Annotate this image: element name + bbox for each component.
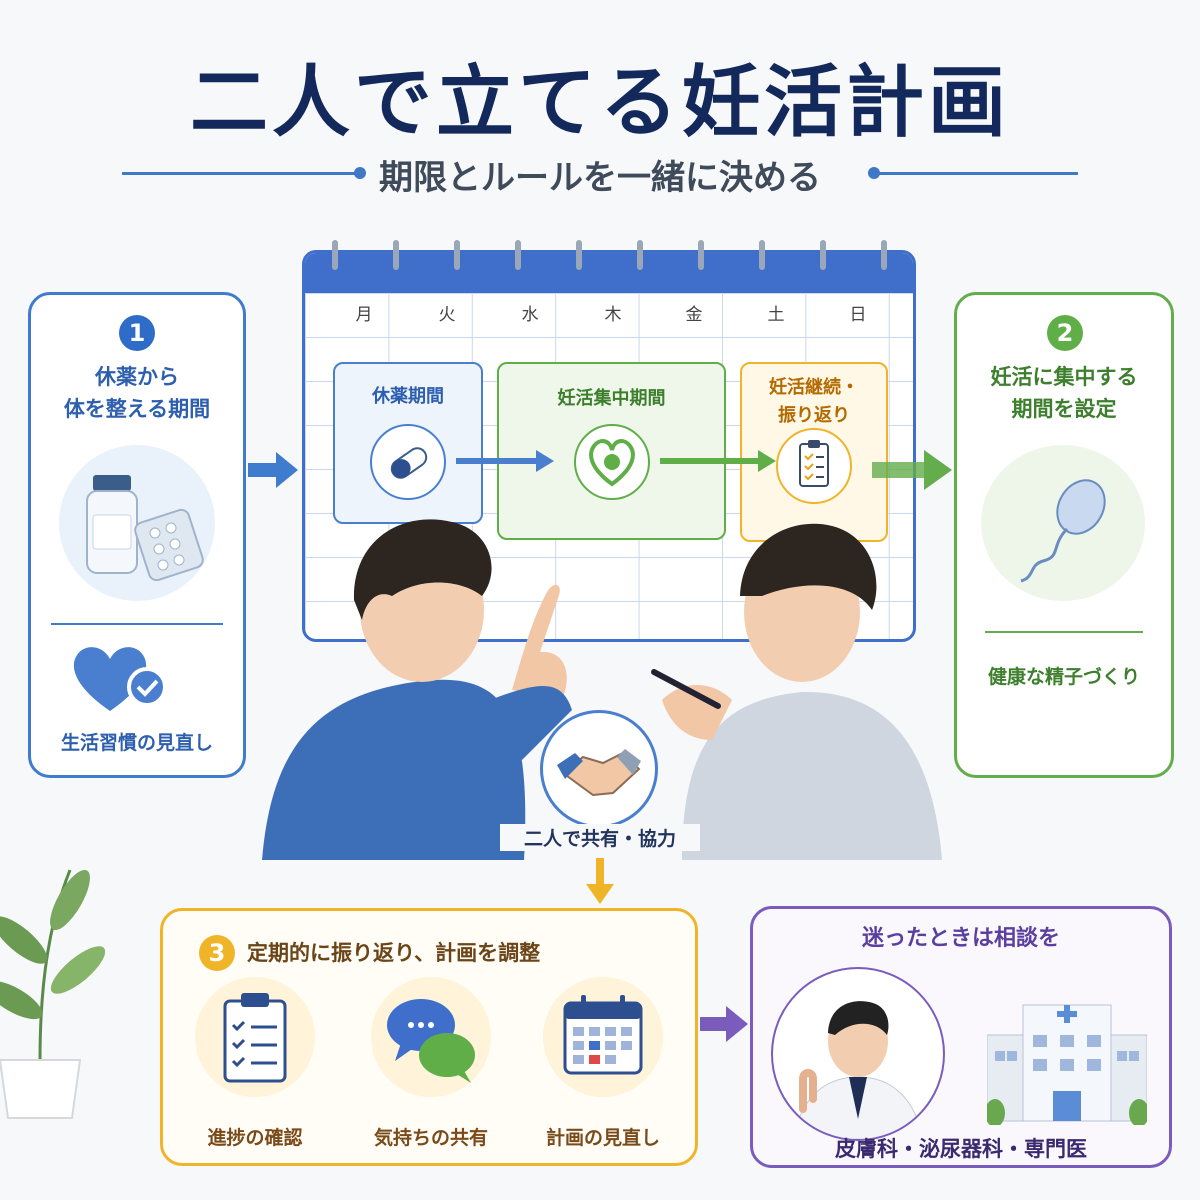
calendar-ring bbox=[759, 240, 765, 270]
subtitle: 期限とルールを一緒に決める bbox=[379, 158, 821, 198]
review-item-label: 進捗の確認 bbox=[207, 1127, 303, 1149]
capsule-icon bbox=[370, 424, 446, 500]
sperm-icon bbox=[1020, 479, 1106, 583]
calendar-ring bbox=[698, 240, 704, 270]
panel-review: 3 定期的に振り返り、計画を調整 進捗の確認 気持ちの共有 bbox=[160, 908, 698, 1166]
sperm-illustration bbox=[981, 445, 1145, 601]
calendar-ring bbox=[332, 240, 338, 270]
panel4-footer: 皮膚科・泌尿器科・専門医 bbox=[835, 1137, 1087, 1161]
step-number-3: 3 bbox=[199, 935, 235, 971]
calendar-ring bbox=[820, 240, 826, 270]
calendar-ring bbox=[637, 240, 643, 270]
subtitle-dot-right bbox=[868, 167, 880, 179]
weekday-label: 水 bbox=[521, 305, 539, 325]
arrow-to-consult bbox=[700, 1006, 748, 1042]
panel-focus-period: 2 妊活に集中する 期間を設定 健康な精子づくり bbox=[954, 292, 1174, 778]
handshake-icon bbox=[540, 710, 658, 828]
subtitle-line-right bbox=[878, 172, 1078, 175]
phase-continue-label: 妊活継続・ 振り返り bbox=[769, 377, 859, 426]
pill-pack-icon bbox=[134, 508, 204, 582]
panel3-heading: 定期的に振り返り、計画を調整 bbox=[247, 941, 541, 965]
subtitle-line-left bbox=[122, 172, 357, 175]
heart-check-icon bbox=[73, 647, 167, 711]
panel2-divider bbox=[985, 631, 1143, 633]
chat-bubbles-icon bbox=[387, 999, 475, 1083]
review-item-feelings bbox=[371, 977, 491, 1097]
checklist-icon bbox=[776, 428, 852, 504]
subtitle-dot-left bbox=[354, 167, 366, 179]
arrow-down-to-review bbox=[586, 858, 614, 904]
step-number-1: 1 bbox=[119, 315, 155, 351]
panel1-divider bbox=[51, 623, 223, 625]
calendar-icon bbox=[563, 995, 643, 1075]
phase-rest-label: 休薬期間 bbox=[372, 386, 444, 407]
phase-focus-label: 妊活集中期間 bbox=[557, 388, 666, 409]
arrow-focus-to-continue bbox=[660, 450, 776, 472]
plant-illustration bbox=[0, 869, 106, 1119]
panel1-heading: 休薬から 体を整える期間 bbox=[63, 365, 211, 421]
heart-leaf-icon bbox=[574, 424, 650, 500]
arrow-to-calendar bbox=[248, 452, 298, 488]
calendar-ring bbox=[515, 240, 521, 270]
weekday-label: 木 bbox=[604, 305, 622, 325]
weekday-label: 金 bbox=[685, 305, 703, 325]
weekday-label: 土 bbox=[767, 305, 785, 325]
panel-consult: 迷ったときは相談を 皮膚科・泌尿器科・専門医 bbox=[750, 906, 1172, 1168]
arrow-rest-to-focus bbox=[456, 450, 554, 472]
weekday-label: 火 bbox=[438, 305, 456, 325]
panel2-heading: 妊活に集中する 期間を設定 bbox=[990, 365, 1138, 421]
panel-rest-period: 1 休薬から 体を整える期間 生活習慣の見直し bbox=[28, 292, 246, 778]
couple-illustration bbox=[262, 519, 942, 860]
review-item-label: 計画の見直し bbox=[545, 1127, 660, 1149]
panel2-footer: 健康な精子づくり bbox=[987, 666, 1140, 688]
calendar-ring bbox=[576, 240, 582, 270]
review-item-label: 気持ちの共有 bbox=[373, 1127, 488, 1149]
arrow-to-panel2 bbox=[872, 450, 952, 490]
medicine-bottle-icon bbox=[86, 475, 204, 582]
page-title: 二人で立てる妊活計画 bbox=[189, 58, 1010, 148]
calendar-header bbox=[305, 253, 913, 293]
calendar-ring bbox=[454, 240, 460, 270]
weekday-label: 日 bbox=[849, 305, 867, 325]
calendar-ring bbox=[393, 240, 399, 270]
hospital-icon bbox=[987, 1004, 1147, 1125]
review-item-plan bbox=[543, 977, 663, 1097]
panel4-heading: 迷ったときは相談を bbox=[861, 926, 1060, 951]
weekday-label: 月 bbox=[355, 305, 373, 325]
medicine-illustration bbox=[59, 445, 215, 601]
clipboard-checklist-icon bbox=[223, 993, 287, 1083]
doctor-icon bbox=[771, 967, 945, 1141]
step-number-2: 2 bbox=[1047, 315, 1083, 351]
review-item-progress bbox=[195, 977, 315, 1097]
calendar-ring bbox=[881, 240, 887, 270]
share-label: 二人で共有・協力 bbox=[500, 824, 700, 851]
panel1-footer: 生活習慣の見直し bbox=[60, 732, 213, 754]
